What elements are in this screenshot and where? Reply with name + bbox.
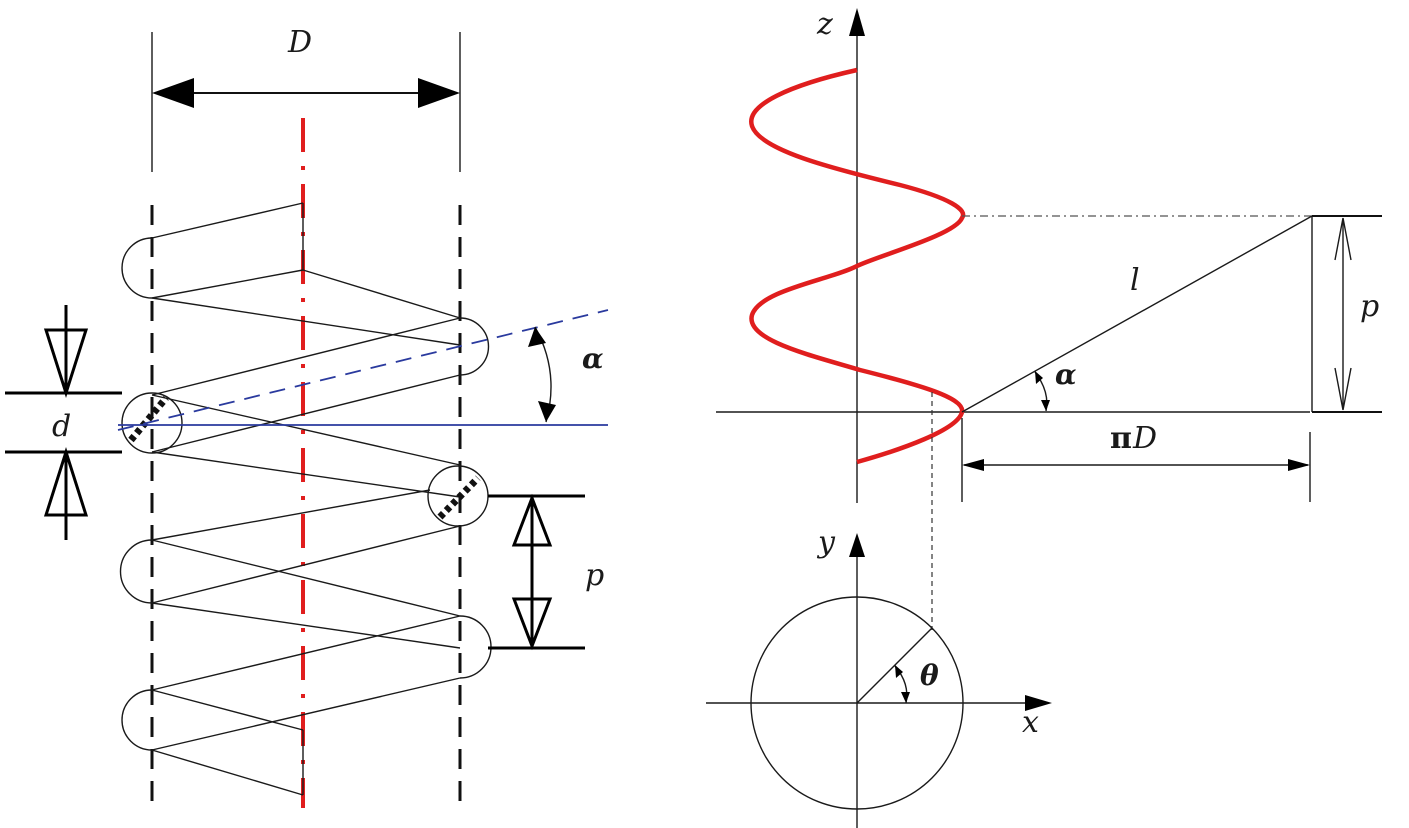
circumference-dimension: π D xyxy=(961,418,1311,502)
wire-diameter-dimension: d xyxy=(5,305,122,540)
hypotenuse-line xyxy=(961,215,1313,413)
helix-curve xyxy=(749,67,966,465)
y-axis-label: y xyxy=(816,525,836,560)
z-axis-arrow-icon xyxy=(849,8,865,36)
helix-angle-line xyxy=(117,309,609,431)
helix-angle-label: α xyxy=(582,342,604,375)
triangle-pitch-dimension: p xyxy=(1312,215,1382,413)
angle-label: α xyxy=(1055,358,1077,391)
theta-label: θ xyxy=(920,659,939,692)
y-axis-arrow-icon xyxy=(849,533,865,557)
pitch-dimension: p xyxy=(488,493,604,651)
base-circle xyxy=(750,596,964,810)
spring-view: D xyxy=(5,25,609,808)
radius-line xyxy=(856,627,933,704)
triangle-pitch-label: p xyxy=(1360,289,1379,324)
length-label: l xyxy=(1130,263,1140,298)
z-axis-label: z xyxy=(816,7,833,42)
wire-diameter-label: d xyxy=(52,409,71,444)
mean-diameter-label: D xyxy=(287,25,312,60)
pi-symbol: π xyxy=(1110,421,1132,456)
x-axis-arrow-icon xyxy=(1025,695,1052,711)
pi-d-label: D xyxy=(1132,421,1157,456)
spring-coils xyxy=(119,202,492,796)
pitch-label: p xyxy=(585,558,604,593)
x-axis-label: x xyxy=(1022,705,1039,740)
helix-view: z l α p π xyxy=(706,7,1382,828)
mean-diameter-dimension: D xyxy=(152,25,460,108)
